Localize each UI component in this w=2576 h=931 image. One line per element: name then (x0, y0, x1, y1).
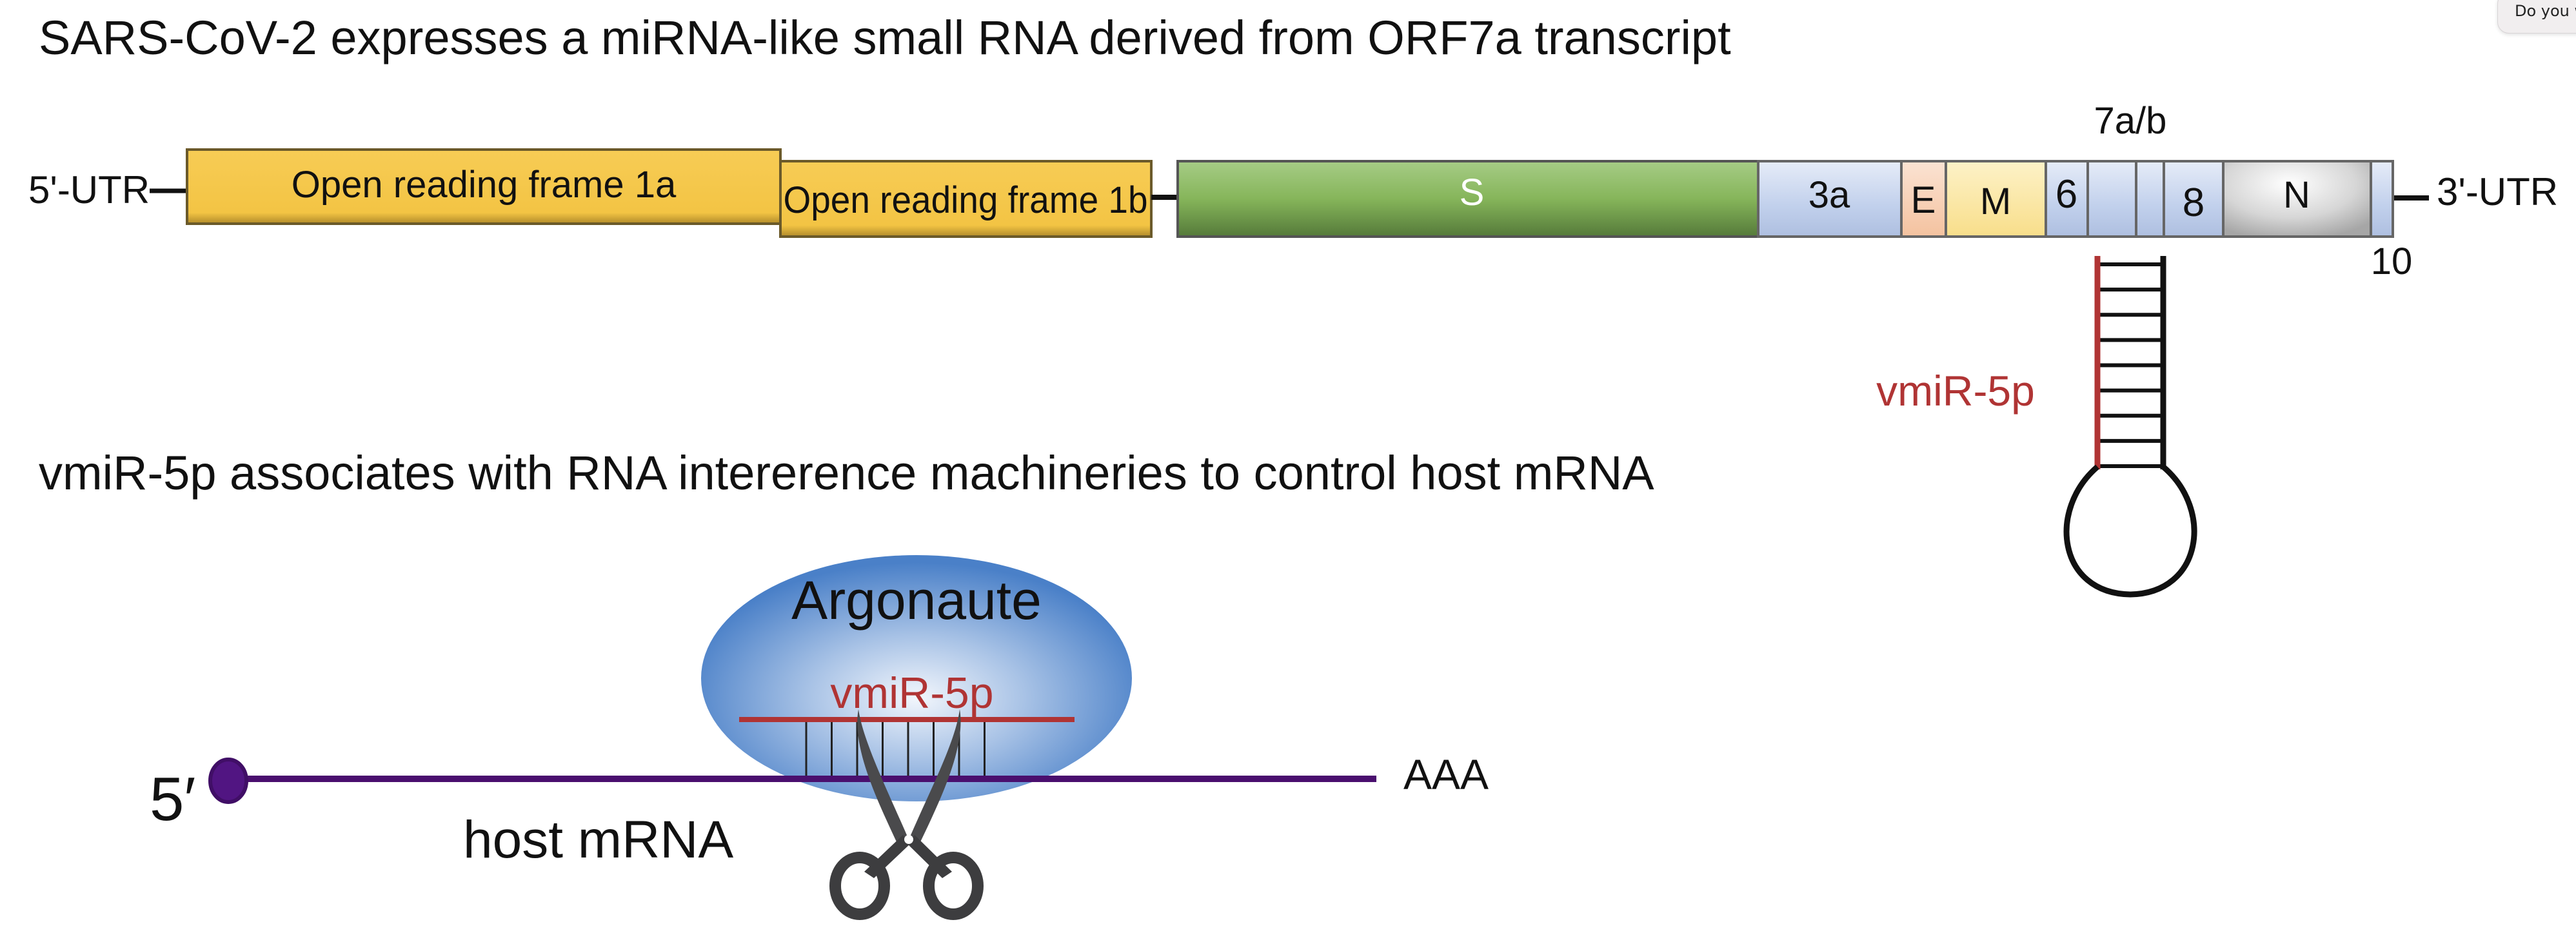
segment-n-label: N (2283, 174, 2310, 216)
vmir-mrna-pairing (805, 722, 986, 777)
segment-orf1b (779, 160, 1153, 238)
mrna-5prime-cap (208, 758, 248, 804)
hairpin-structure: vmiR-5p (1876, 256, 2197, 598)
utr3-label: 3'-UTR (2437, 170, 2558, 213)
segment-7b (2135, 160, 2165, 238)
prompt-popup[interactable]: Do you w (2497, 0, 2576, 34)
hairpin-vmir-label: vmiR-5p (1876, 367, 2035, 415)
segment-m (1945, 160, 2047, 238)
segment-6 (2045, 160, 2089, 238)
heading-top: SARS-CoV-2 expresses a miRNA-like small … (39, 11, 1731, 64)
segment-10 (2370, 160, 2394, 238)
segment-6-label: 6 (2056, 172, 2077, 217)
argonaute-mechanism: Argonaute vmiR-5p 5′ host mRNA AAA (150, 555, 1489, 920)
scissors-icon (829, 709, 984, 920)
segment-m-label: M (1980, 181, 2011, 222)
orf7ab-label: 7a/b (2094, 100, 2167, 142)
segment-e-label: E (1911, 179, 1936, 221)
host-mrna-label: host mRNA (463, 810, 734, 869)
polya-label: AAA (1403, 750, 1489, 798)
segment-3a (1757, 160, 1903, 238)
segment-orf1a-label: Open reading frame 1a (292, 164, 677, 206)
segment-orf1b-label: Open reading frame 1b (784, 179, 1148, 221)
utr5-label: 5'-UTR (28, 168, 150, 211)
argonaute-protein (701, 555, 1132, 801)
genome-map: 5'-UTR Open reading frame 1a Open readin… (28, 100, 2558, 282)
segment-3a-label: 3a (1808, 174, 1850, 216)
segment-s-label: S (1460, 172, 1485, 213)
segment-8-label: 8 (2183, 181, 2204, 225)
argonaute-label: Argonaute (791, 570, 1042, 631)
segment-8 (2163, 160, 2224, 238)
hairpin-loop (2063, 464, 2197, 598)
segment-n (2222, 160, 2372, 238)
segment-s (1176, 160, 1759, 238)
five-prime-label: 5′ (150, 765, 195, 834)
heading-bottom: vmiR-5p associates with RNA intererence … (39, 446, 1654, 500)
popup-text: Do you w (2515, 2, 2576, 20)
hairpin-base-pairs (2100, 262, 2161, 468)
orf10-label: 10 (2371, 240, 2413, 282)
argonaute-vmir-label: vmiR-5p (830, 669, 993, 718)
segment-7a (2086, 160, 2137, 238)
